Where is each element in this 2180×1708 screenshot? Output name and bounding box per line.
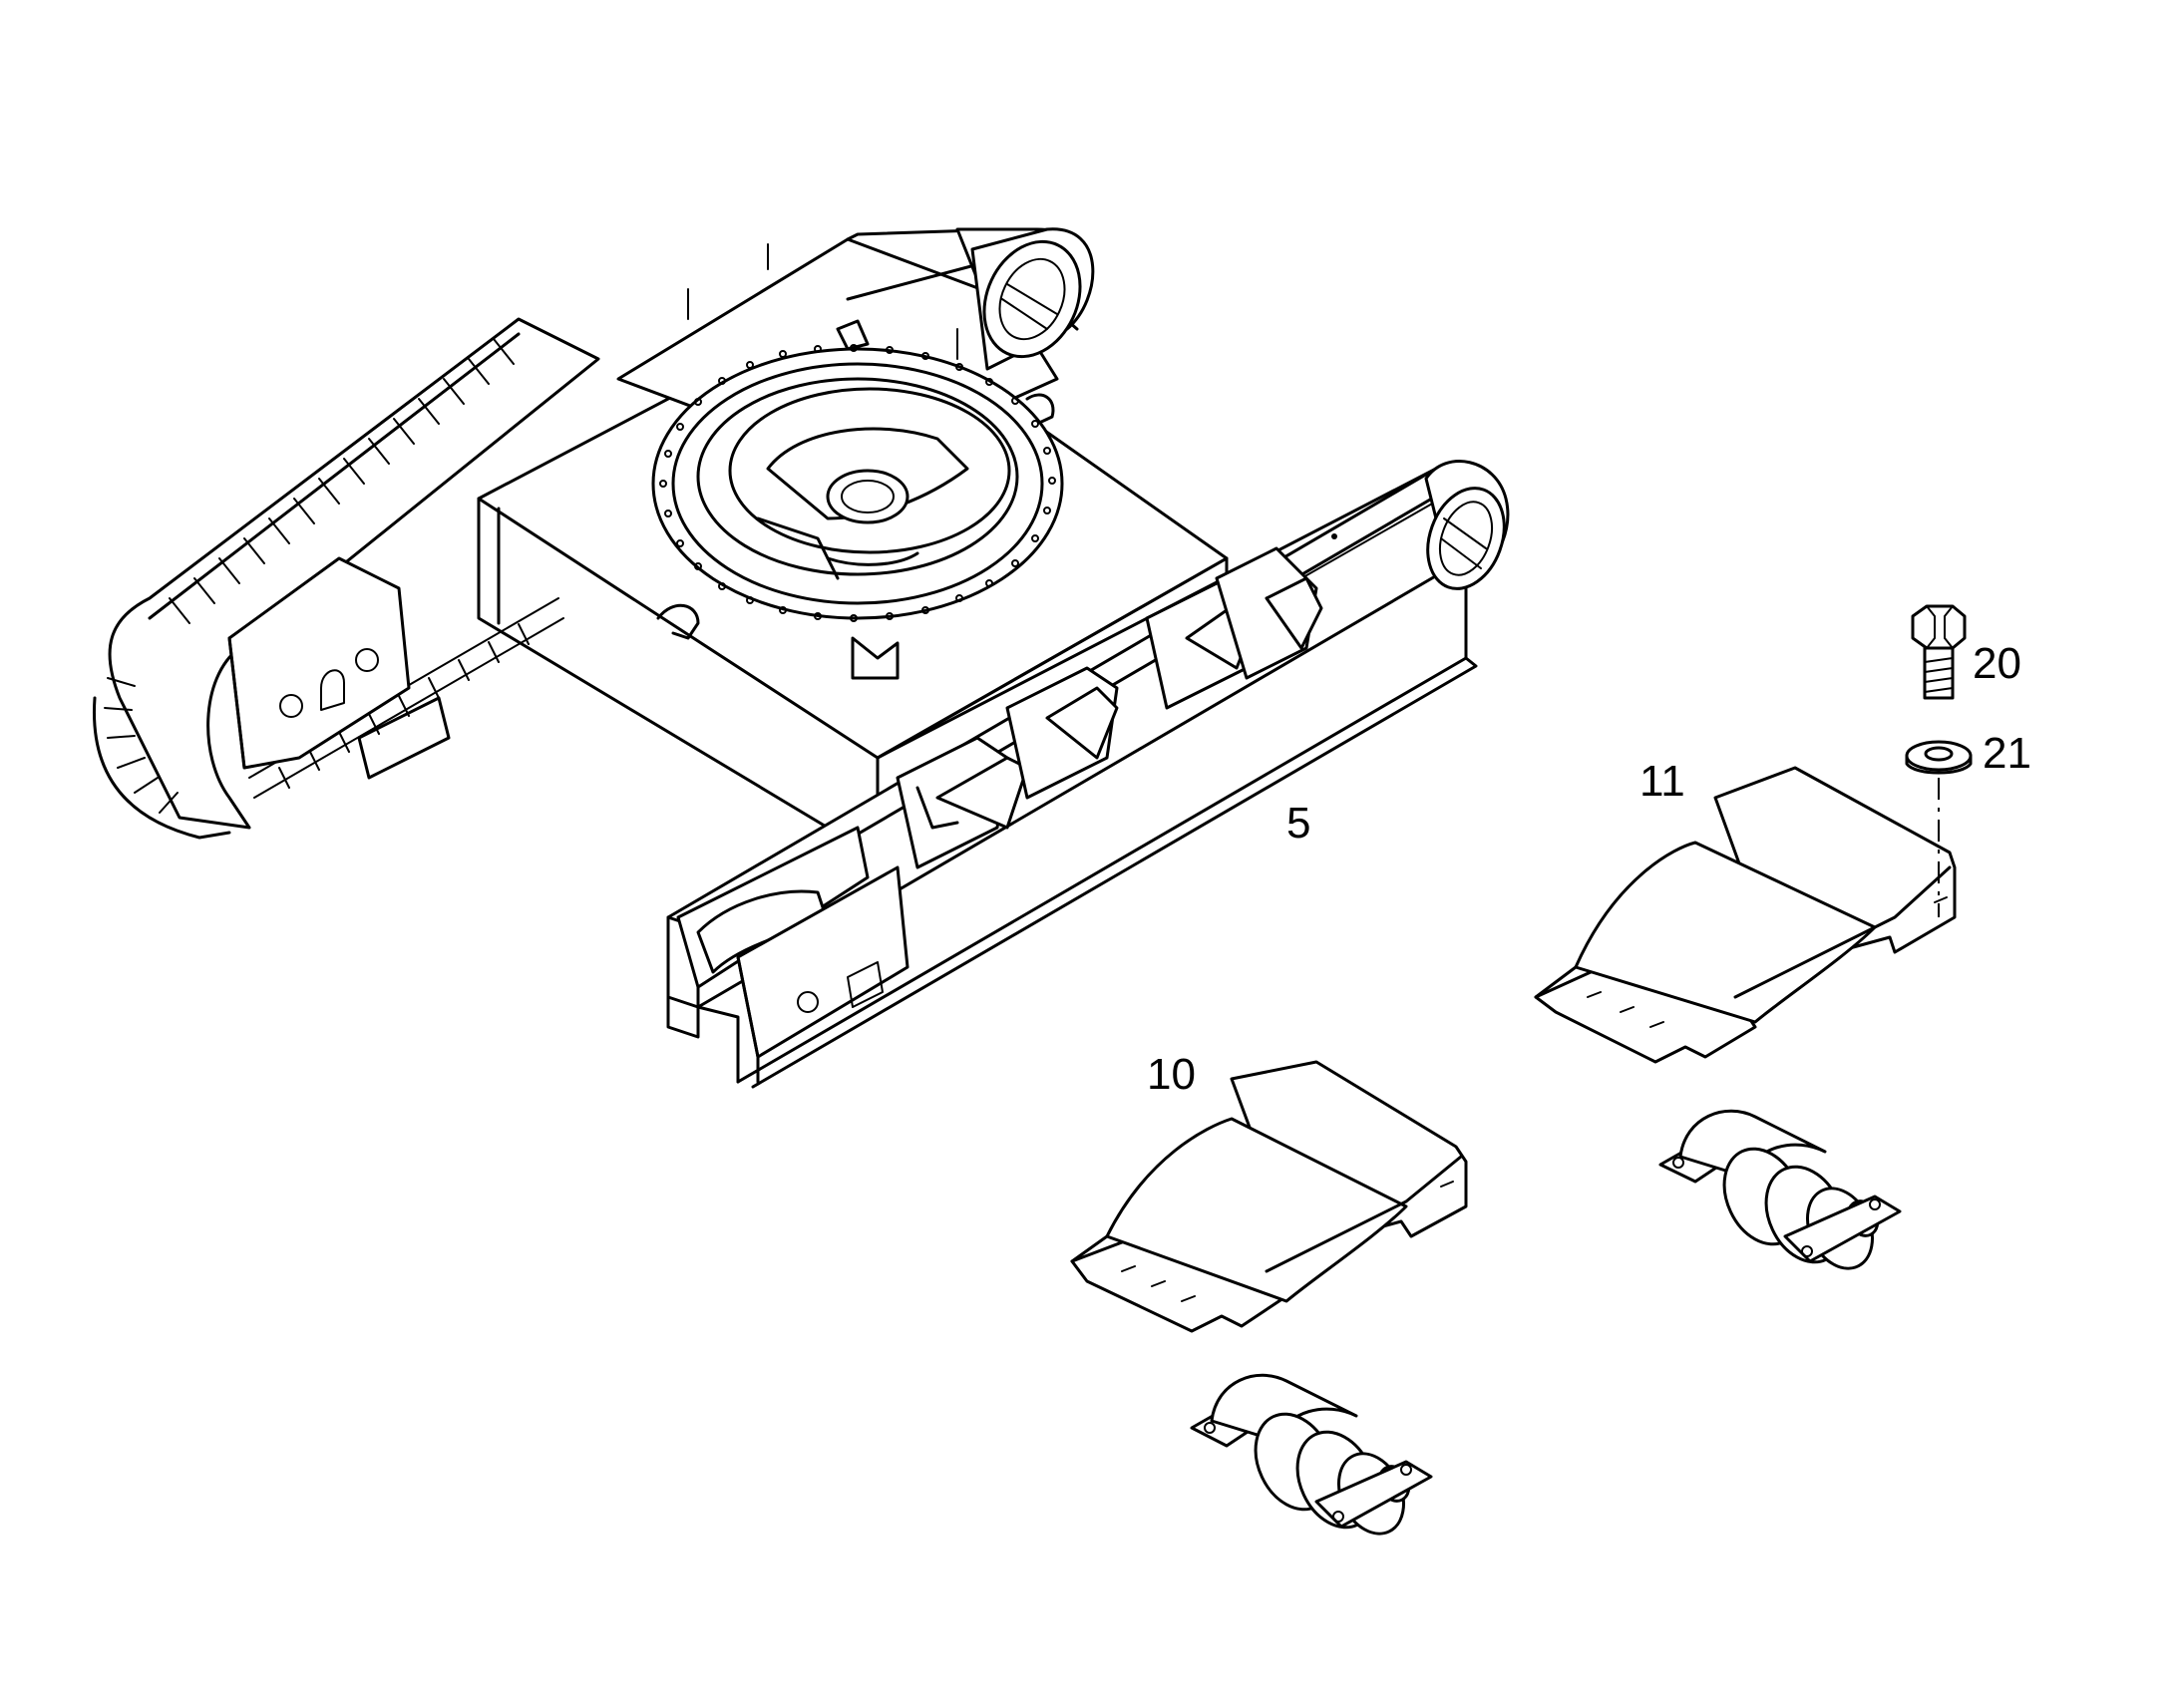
callout-10: 10	[1147, 1050, 1196, 1099]
roller-guard-10	[1070, 1060, 1468, 1333]
slewing-ring	[651, 344, 1064, 622]
roller-guard-11	[1534, 766, 1957, 1064]
right-side-frame	[666, 460, 1510, 1089]
callout-21: 21	[1983, 729, 2031, 778]
washer-21	[1905, 740, 1973, 775]
carrier-roller-upper	[1658, 1109, 1902, 1270]
callout-11: 11	[1639, 757, 1685, 806]
mounted-guard-2	[1005, 666, 1119, 800]
bolt-20	[1911, 604, 1967, 700]
callout-20: 20	[1973, 639, 2021, 688]
left-frame-end	[227, 556, 451, 780]
mounted-guard-4	[1215, 546, 1323, 680]
mounted-guard-1	[896, 736, 1029, 869]
carrier-roller-lower	[1190, 1373, 1433, 1536]
callout-5: 5	[1286, 799, 1310, 848]
